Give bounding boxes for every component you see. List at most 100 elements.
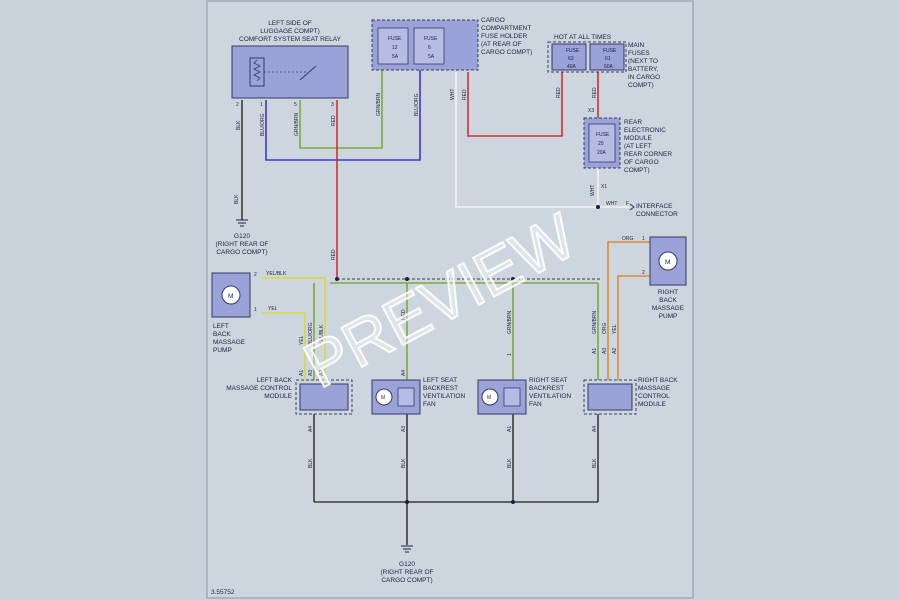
motor-icon bbox=[375, 388, 393, 406]
fuse-61-amp: 60A bbox=[604, 64, 614, 70]
cargo-fuse-wire: RED bbox=[462, 89, 468, 100]
lsf-line: FAN bbox=[423, 401, 436, 408]
lbcm-pin: A3 bbox=[308, 370, 314, 376]
rem-line: MODULE bbox=[624, 135, 652, 142]
left-pump-wire-bottom: YEL bbox=[268, 306, 278, 312]
relay-pin: 3 bbox=[331, 102, 334, 108]
g120-bottom-line: CARGO COMPT) bbox=[381, 577, 432, 584]
rear-electronic-module: X3 FUSE 20 20A REAR ELECTRONIC MODULE (A… bbox=[583, 108, 672, 196]
rsf-bottom-pin: A1 bbox=[507, 426, 513, 432]
motor-icon-letter: M bbox=[665, 259, 670, 266]
lsf-line: VENTILATION bbox=[423, 393, 465, 400]
wire-yel bbox=[262, 312, 306, 380]
rsf-line: BACKREST bbox=[529, 385, 564, 392]
left-pump-line: BACK bbox=[213, 331, 231, 338]
left-pump-wire-top: YEL/BLK bbox=[266, 271, 287, 277]
wire-red-hot bbox=[467, 72, 563, 137]
hot-wire: RED bbox=[592, 87, 598, 98]
right-pump-pin-top: 1 bbox=[642, 236, 645, 242]
rbcm-outer bbox=[583, 379, 637, 415]
relay-label-line: COMFORT SYSTEM SEAT RELAY bbox=[239, 36, 342, 43]
fuse-12-num: 12 bbox=[392, 45, 398, 51]
fuse-6-amp: 5A bbox=[428, 54, 435, 60]
cargo-fuse-wire: GRN/BRN bbox=[376, 93, 382, 116]
fuse-61 bbox=[589, 43, 625, 71]
rsf-line: FAN bbox=[529, 401, 542, 408]
relay-pin: 5 bbox=[294, 102, 297, 108]
wire-grn-brn-relay bbox=[299, 70, 383, 149]
wire-yel-blk bbox=[262, 277, 326, 380]
splice bbox=[511, 277, 515, 281]
rsf-pin: 1 bbox=[507, 353, 513, 356]
left-pump-pin-bottom: 1 bbox=[254, 307, 257, 313]
rsf-bottom-wire: BLK bbox=[507, 458, 513, 468]
interface-wire: WHT bbox=[606, 201, 617, 207]
interface-arrow-icon bbox=[629, 203, 635, 211]
g120-bottom-line: G120 bbox=[399, 561, 415, 568]
splice bbox=[405, 500, 409, 504]
rbcm-bottom-wire: BLK bbox=[592, 458, 598, 468]
main-fuses-line: IN CARGO bbox=[628, 74, 660, 81]
fuse-6 bbox=[413, 27, 445, 65]
lbcm-bottom-pin: A4 bbox=[308, 426, 314, 432]
lsf-pin: A4 bbox=[401, 370, 407, 376]
wire-blu-org bbox=[265, 70, 421, 161]
right-pump-pin-bottom: 2 bbox=[642, 270, 645, 276]
g120-top-line: G120 bbox=[234, 233, 250, 240]
fuse-61-label: FUSE bbox=[603, 48, 617, 54]
fuse-12 bbox=[377, 27, 409, 65]
left-back-massage-control-module: YEL BLU/ORG YEL/BLK A1 A3 A2 LEFT BACK M… bbox=[226, 322, 353, 468]
rsf-line: VENTILATION bbox=[529, 393, 571, 400]
fuse-6-num: 6 bbox=[428, 45, 431, 51]
cargo-fuse-line: (AT REAR OF bbox=[481, 41, 522, 48]
relay-switch-arm bbox=[299, 65, 317, 81]
lsf-wire: RED bbox=[401, 309, 407, 320]
interface-line: CONNECTOR bbox=[636, 211, 678, 218]
main-fuse-box bbox=[547, 41, 627, 73]
diagram-paper bbox=[206, 0, 694, 599]
rsf-inner bbox=[503, 387, 521, 407]
right-pump-line: PUMP bbox=[659, 313, 678, 320]
rbcm-pin: A3 bbox=[602, 348, 608, 354]
splice bbox=[405, 277, 409, 281]
lbcm-line: LEFT BACK bbox=[257, 377, 293, 384]
rsf-wire: GRN/BRN bbox=[507, 311, 513, 334]
cargo-fuse-line: CARGO COMPT) bbox=[481, 49, 532, 56]
rbcm-line: MASSAGE bbox=[638, 385, 671, 392]
main-fuses: HOT AT ALL TIMES FUSE 63 40A FUSE 61 60A… bbox=[547, 34, 660, 98]
cargo-fuse-line: COMPARTMENT bbox=[481, 25, 531, 32]
lsf-line: LEFT SEAT bbox=[423, 377, 457, 384]
fuse-20-amp: 20A bbox=[597, 150, 607, 156]
rbcm-pin: A1 bbox=[592, 348, 598, 354]
left-pump-line: MASSAGE bbox=[213, 339, 246, 346]
cargo-fuse-wire: WHT bbox=[450, 89, 456, 100]
lbcm-pin: A1 bbox=[299, 370, 305, 376]
interface-connector: WHT F INTERFACE CONNECTOR bbox=[606, 201, 678, 218]
rbcm-box bbox=[587, 383, 633, 411]
relay-wire-label: BLK bbox=[236, 120, 242, 130]
relay-wire-label: BLU/ORG bbox=[260, 113, 266, 136]
fuse-63 bbox=[551, 43, 587, 71]
wire-white bbox=[455, 72, 599, 208]
rem-wire: WHT bbox=[590, 185, 596, 196]
lbcm-line: MODULE bbox=[264, 393, 292, 400]
lsf-inner bbox=[397, 387, 415, 407]
rsf-line: RIGHT SEAT bbox=[529, 377, 567, 384]
fuse-63-amp: 40A bbox=[567, 64, 577, 70]
g120-top-line: (RIGHT REAR OF bbox=[216, 241, 269, 248]
wires bbox=[241, 70, 650, 545]
fuse-61-num: 61 bbox=[605, 56, 611, 62]
left-seat-ventilation-fan: RED A4 M LEFT SEAT BACKREST VENTILATION … bbox=[371, 309, 465, 468]
lbcm-wire: BLU/ORG bbox=[308, 322, 314, 345]
lbcm-line: MASSAGE CONTROL bbox=[226, 385, 292, 392]
relay-wire-label: GRN/BRN bbox=[294, 113, 300, 136]
rbcm-line: MODULE bbox=[638, 401, 666, 408]
motor-icon bbox=[481, 388, 499, 406]
relay-pin: 1 bbox=[260, 102, 263, 108]
cargo-fuse-wire: BLU/ORG bbox=[414, 93, 420, 116]
rem-line: (AT LEFT bbox=[624, 143, 652, 150]
lbcm-wire: YEL/BLK bbox=[319, 324, 325, 345]
fuse-20-label: FUSE bbox=[596, 132, 610, 138]
cargo-fuse-line: FUSE HOLDER bbox=[481, 33, 528, 40]
